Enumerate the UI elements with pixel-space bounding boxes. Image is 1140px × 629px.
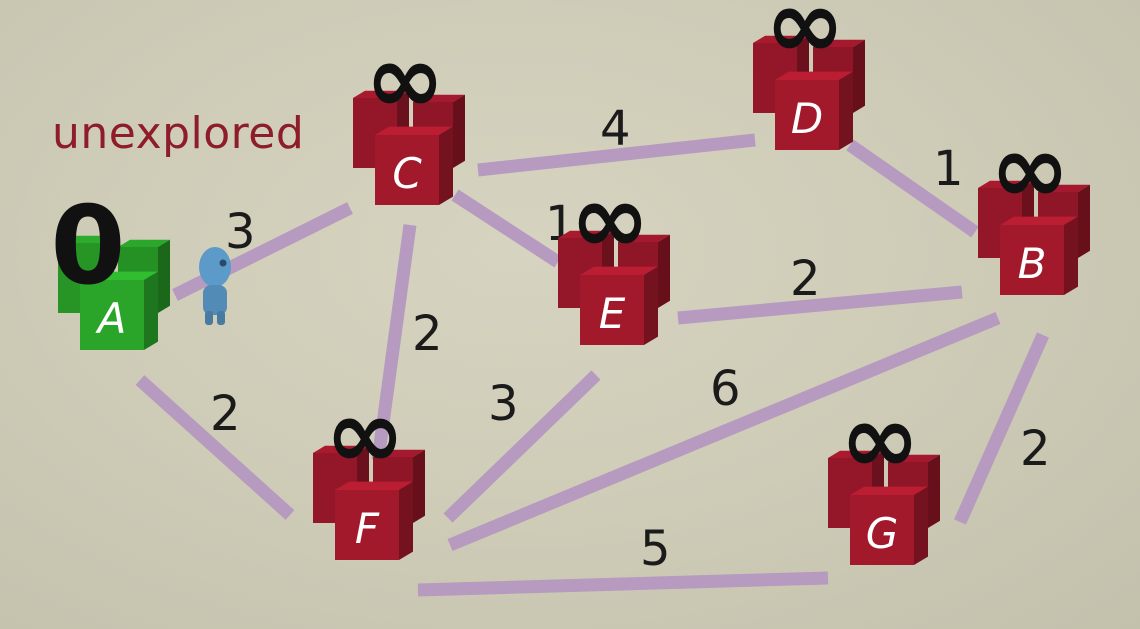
edge-weight-c-f: 2 bbox=[412, 306, 443, 362]
edge-e-b bbox=[677, 285, 963, 325]
edge-c-e bbox=[451, 189, 562, 268]
edge-f-g bbox=[417, 571, 829, 597]
edge-weight-e-b: 2 bbox=[790, 251, 821, 307]
distance-label-b: ∞ bbox=[990, 113, 1070, 225]
edge-c-d bbox=[477, 133, 756, 177]
distance-label-g: ∞ bbox=[840, 383, 920, 495]
distance-label-f: ∞ bbox=[325, 378, 405, 490]
legend-unexplored: unexplored bbox=[52, 108, 305, 159]
robot-layer bbox=[199, 247, 231, 325]
edge-weight-a-c: 3 bbox=[225, 204, 256, 260]
edge-weight-f-g: 5 bbox=[640, 521, 671, 577]
edges-layer bbox=[135, 133, 1049, 597]
edge-e-f bbox=[443, 370, 601, 523]
edge-g-b bbox=[954, 332, 1049, 525]
edge-weight-e-f: 3 bbox=[488, 376, 519, 432]
node-b: B∞ bbox=[978, 113, 1090, 295]
edge-c-f bbox=[371, 224, 417, 461]
distance-label-a: 0 bbox=[50, 184, 125, 309]
node-label-a: A bbox=[95, 294, 127, 343]
edge-weight-a-f: 2 bbox=[210, 386, 241, 442]
edge-weight-f-b: 6 bbox=[710, 361, 741, 417]
edge-f-b bbox=[447, 311, 1001, 552]
edge-d-b bbox=[846, 139, 979, 238]
distance-label-c: ∞ bbox=[365, 23, 445, 135]
node-g: G∞ bbox=[828, 383, 940, 565]
node-label-b: B bbox=[1018, 239, 1047, 288]
edge-a-f bbox=[135, 375, 295, 520]
edge-weight-g-b: 2 bbox=[1020, 421, 1051, 477]
distance-label-d: ∞ bbox=[765, 0, 845, 80]
node-f: F∞ bbox=[313, 378, 425, 560]
node-d: D∞ bbox=[753, 0, 865, 150]
distance-label-e: ∞ bbox=[570, 163, 650, 275]
node-label-f: F bbox=[355, 504, 380, 553]
edge-weight-c-d: 4 bbox=[600, 101, 631, 157]
node-e: E∞ bbox=[558, 163, 670, 345]
edge-weight-d-b: 1 bbox=[933, 141, 964, 197]
node-label-g: G bbox=[866, 509, 899, 558]
node-a: A0 bbox=[50, 184, 170, 350]
edge-a-c bbox=[172, 202, 353, 301]
robot-icon bbox=[199, 247, 231, 325]
node-label-e: E bbox=[599, 289, 626, 338]
node-label-c: C bbox=[392, 149, 422, 198]
node-c: C∞ bbox=[353, 23, 465, 205]
node-label-d: D bbox=[791, 94, 823, 143]
